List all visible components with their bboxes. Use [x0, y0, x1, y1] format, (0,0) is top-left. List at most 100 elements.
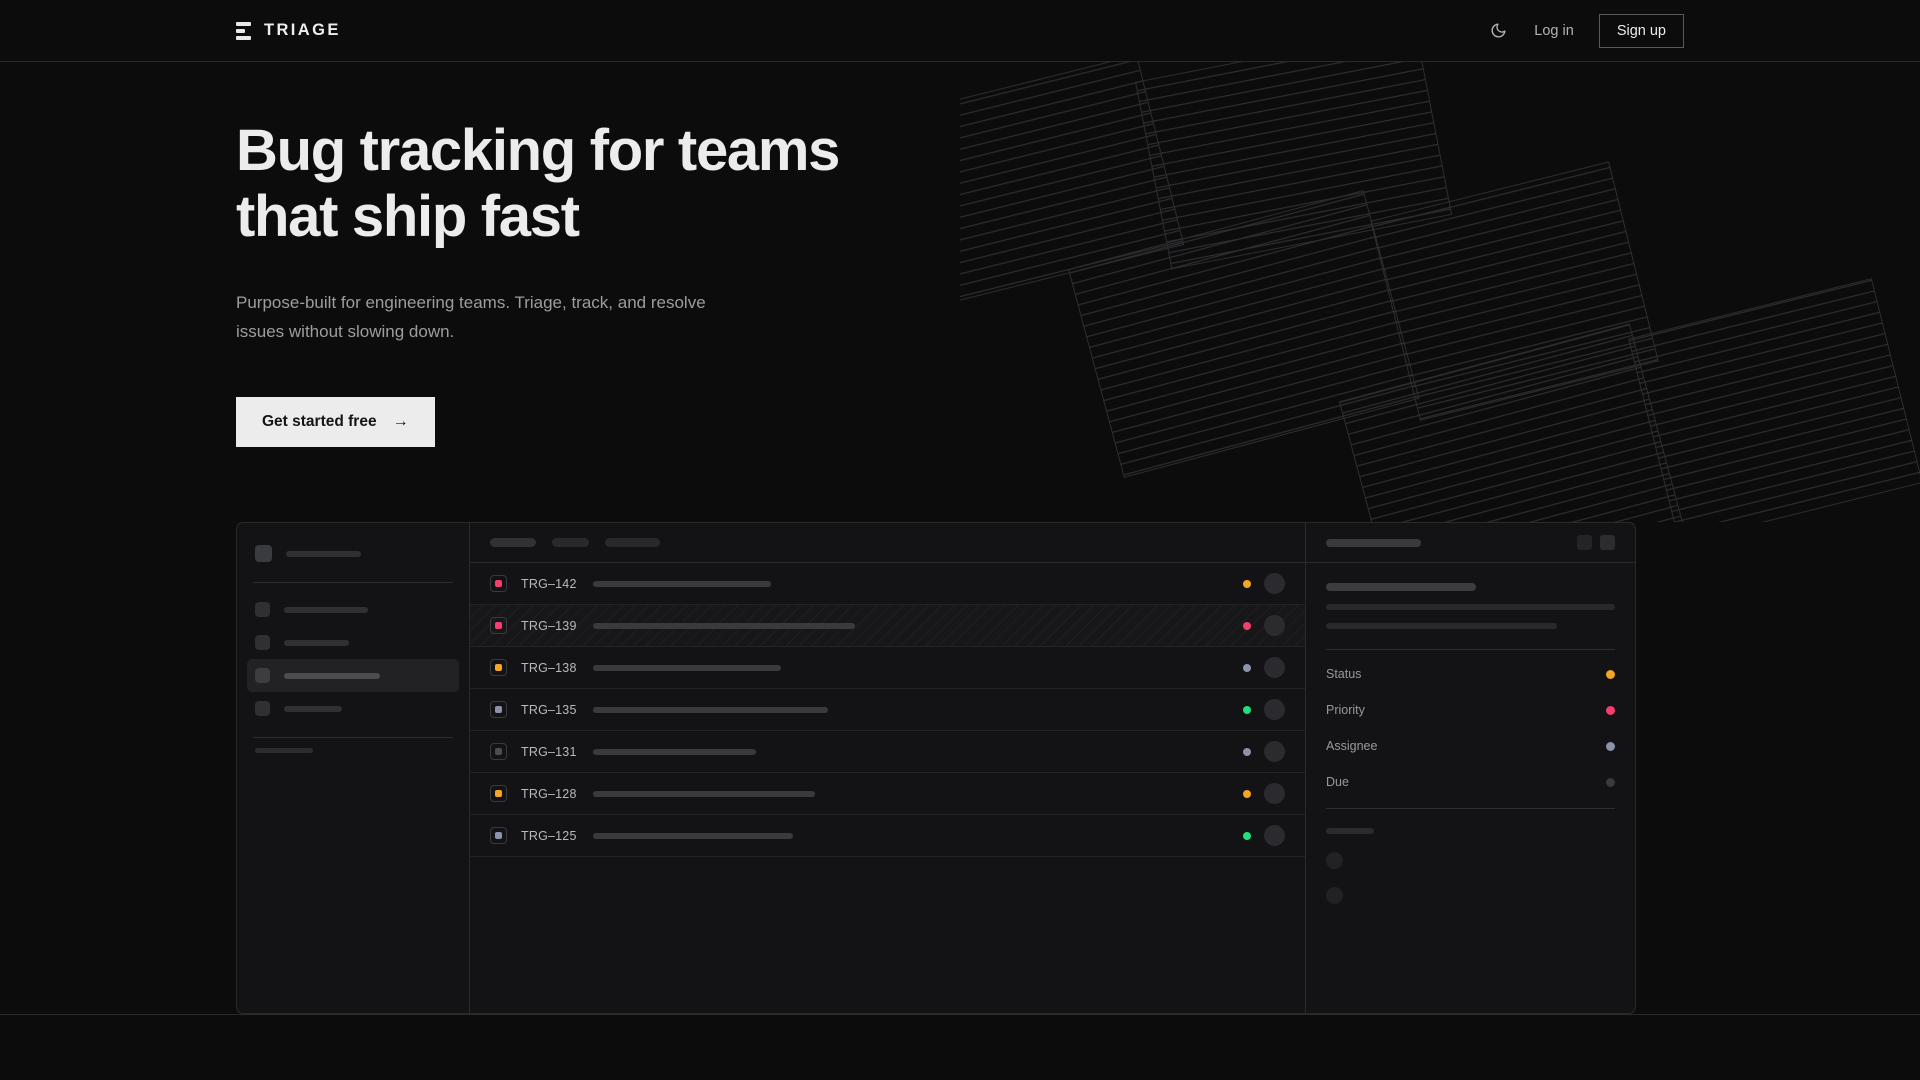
workspace-switcher[interactable]	[253, 537, 453, 570]
detail-meta-row[interactable]: Status	[1326, 656, 1615, 692]
workspace-name-placeholder	[286, 550, 361, 557]
hero-title-line-1: Bug tracking for teams	[236, 118, 840, 183]
sidebar-section-label	[255, 748, 313, 753]
detail-panel-header	[1306, 523, 1635, 563]
detail-panel-actions	[1577, 535, 1615, 550]
issue-status-dot	[1243, 663, 1251, 672]
issue-id: TRG–125	[521, 828, 577, 843]
detail-description-line-1	[1326, 604, 1615, 610]
issue-assignee-avatar	[1264, 825, 1285, 846]
issue-row[interactable]: TRG–138	[470, 647, 1305, 689]
issue-id: TRG–135	[521, 702, 577, 717]
workspace-avatar	[255, 545, 272, 562]
issue-priority-badge-icon	[490, 827, 507, 844]
issue-row[interactable]: TRG–135	[470, 689, 1305, 731]
decorative-ribbon-art	[960, 62, 1920, 522]
issue-status-dot	[1243, 747, 1251, 756]
detail-activity-label	[1326, 828, 1374, 834]
sidebar-mini-item-2[interactable]	[253, 777, 453, 801]
sidebar-item-1[interactable]	[247, 593, 459, 626]
issue-priority-badge-icon	[490, 617, 507, 634]
sidebar-item-3-label	[284, 672, 380, 679]
brand-logo[interactable]: TRIAGE	[236, 21, 341, 40]
detail-meta-row[interactable]: Assignee	[1326, 728, 1615, 764]
issue-id: TRG–142	[521, 576, 577, 591]
sidebar-item-4-label	[284, 705, 342, 712]
sidebar-item-3-icon	[255, 668, 270, 683]
issue-id: TRG–128	[521, 786, 577, 801]
page-bottom-divider	[0, 1014, 1920, 1015]
hero-section: Bug tracking for teams that ship fast Pu…	[0, 62, 1920, 522]
issue-assignee-avatar	[1264, 615, 1285, 636]
toolbar-filter-1[interactable]	[490, 538, 536, 547]
issue-priority-badge-icon	[490, 575, 507, 592]
issue-row-meta	[1243, 657, 1285, 678]
issue-row[interactable]: TRG–142	[470, 563, 1305, 605]
issue-id: TRG–131	[521, 744, 577, 759]
issue-row[interactable]: TRG–128	[470, 773, 1305, 815]
detail-meta-row[interactable]: Due	[1326, 764, 1615, 800]
site-header: TRIAGE Log in Sign up	[0, 0, 1920, 62]
issue-row[interactable]: TRG–125	[470, 815, 1305, 857]
moon-icon[interactable]	[1487, 20, 1509, 42]
sidebar-item-4[interactable]	[247, 692, 459, 725]
get-started-button[interactable]: Get started free →	[236, 396, 435, 447]
issue-assignee-avatar	[1264, 783, 1285, 804]
detail-meta-row[interactable]: Priority	[1326, 692, 1615, 728]
toolbar-filter-2[interactable]	[552, 538, 589, 547]
hero-content: Bug tracking for teams that ship fast Pu…	[236, 118, 996, 447]
issue-row-meta	[1243, 783, 1285, 804]
issue-title-placeholder	[593, 706, 828, 713]
hero-subtitle-line-2: resolve issues without slowing down.	[236, 293, 706, 342]
hero-title-line-2: that ship fast	[236, 184, 580, 250]
issue-status-dot	[1243, 579, 1251, 588]
hero-subtitle-line-1: Purpose-built for engineering teams. Tri…	[236, 293, 647, 313]
app-sidebar	[237, 523, 470, 1013]
issue-row[interactable]: TRG–139	[470, 605, 1305, 647]
sidebar-item-1-label	[284, 606, 368, 613]
sidebar-mini-item-1[interactable]	[253, 753, 453, 777]
detail-issue-title-placeholder	[1326, 583, 1476, 591]
detail-divider-bottom	[1326, 808, 1615, 809]
detail-meta-value-dot	[1606, 741, 1615, 751]
issue-row-meta	[1243, 573, 1285, 594]
sidebar-item-4-icon	[255, 701, 270, 716]
sidebar-item-2[interactable]	[247, 626, 459, 659]
sidebar-divider-bottom	[253, 737, 453, 738]
detail-action-1-icon[interactable]	[1577, 535, 1592, 550]
issue-row-meta	[1243, 699, 1285, 720]
issue-assignee-avatar	[1264, 741, 1285, 762]
detail-activity-avatar-2	[1326, 887, 1343, 904]
issue-list-toolbar	[470, 523, 1305, 563]
issue-title-placeholder	[593, 748, 756, 755]
issue-assignee-avatar	[1264, 699, 1285, 720]
issue-id: TRG–139	[521, 618, 577, 633]
signup-button[interactable]: Sign up	[1598, 13, 1684, 48]
sidebar-divider-top	[253, 582, 453, 583]
issue-row-meta	[1243, 741, 1285, 762]
issue-priority-badge-icon	[490, 701, 507, 718]
detail-meta-label: Status	[1326, 667, 1362, 681]
issue-priority-badge-icon	[490, 785, 507, 802]
detail-description-line-2	[1326, 623, 1558, 629]
sidebar-item-1-icon	[255, 602, 270, 617]
sidebar-mini-item-3[interactable]	[253, 801, 453, 825]
detail-meta-value-dot	[1606, 777, 1615, 787]
sidebar-item-3-active[interactable]	[247, 659, 459, 692]
triage-bars-logo-icon	[236, 21, 251, 40]
issue-row[interactable]: TRG–131	[470, 731, 1305, 773]
header-actions: Log in Sign up	[1487, 13, 1684, 48]
detail-meta-label: Priority	[1326, 703, 1365, 717]
issue-assignee-avatar	[1264, 657, 1285, 678]
issue-assignee-avatar	[1264, 573, 1285, 594]
toolbar-filter-3[interactable]	[605, 538, 660, 547]
detail-meta-value-dot	[1606, 669, 1615, 679]
sidebar-item-2-label	[284, 639, 349, 646]
detail-action-2-icon[interactable]	[1600, 535, 1615, 550]
login-link[interactable]: Log in	[1534, 22, 1574, 39]
issue-status-dot	[1243, 831, 1251, 840]
detail-panel-title-placeholder	[1326, 538, 1421, 547]
detail-divider-top	[1326, 649, 1615, 650]
